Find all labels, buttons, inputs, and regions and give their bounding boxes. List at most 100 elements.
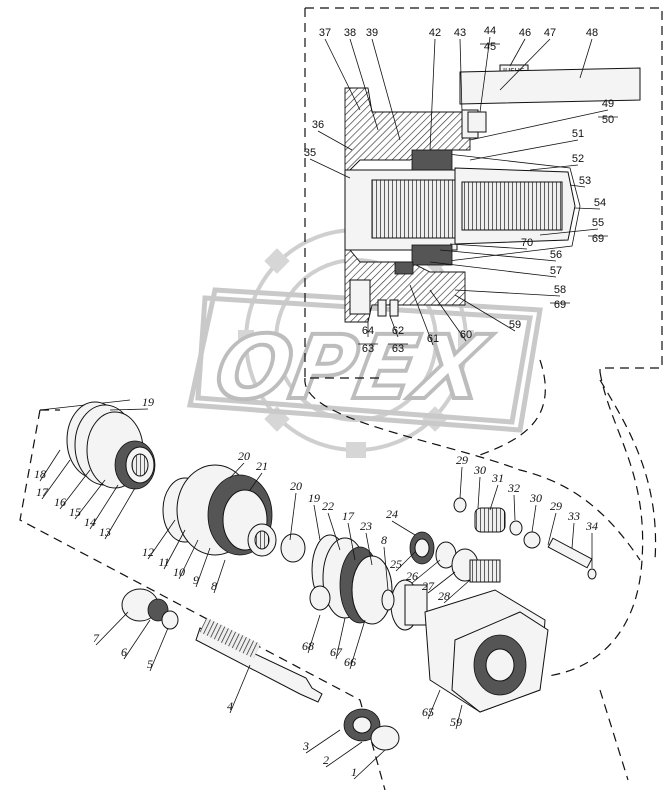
leader-line-29a [459, 466, 463, 499]
leader-line-53 [569, 184, 586, 188]
leader-line-61 [409, 284, 434, 346]
connector-dash-2 [599, 379, 657, 561]
leader-line-25 [395, 551, 416, 572]
leader-line-2 [325, 741, 363, 768]
leader-line-8a [213, 559, 226, 594]
callout-label-67: 67 [330, 645, 343, 659]
callout-label-26: 26 [406, 569, 418, 583]
callout-label-9: 9 [193, 573, 199, 587]
callout-label-64: 64 [362, 325, 374, 337]
callout-label-18: 18 [34, 467, 46, 481]
detail-box-outline [304, 7, 663, 379]
callout-label-50: 50 [602, 114, 614, 126]
callout-label-30a: 30 [473, 463, 486, 477]
leader-lines [39, 36, 609, 780]
callout-label-13: 13 [99, 525, 111, 539]
callout-label-63a: 63 [362, 343, 374, 355]
leader-line-66 [349, 619, 366, 670]
connector-dash-1 [547, 371, 644, 677]
callout-label-68: 68 [302, 639, 314, 653]
leader-line-24 [391, 520, 416, 536]
leader-line-59b [455, 704, 463, 730]
callout-label-17b: 17 [342, 509, 355, 523]
callout-label-6: 6 [121, 645, 127, 659]
leader-line-27 [427, 571, 456, 594]
callout-label-57: 57 [550, 265, 562, 277]
callout-label-19b: 19 [308, 491, 320, 505]
callout-label-44: 44 [484, 25, 496, 37]
callout-label-56: 56 [550, 249, 562, 261]
callout-label-3: 3 [302, 739, 309, 753]
leader-line-30b [531, 504, 537, 533]
callout-label-5: 5 [147, 657, 153, 671]
leader-line-67 [335, 617, 346, 660]
leader-line-65 [427, 689, 441, 720]
leader-line-13 [104, 487, 136, 540]
leader-line-38 [349, 38, 379, 131]
callout-label-66: 66 [344, 655, 356, 669]
callout-label-8b: 8 [381, 533, 387, 547]
leader-line-4 [229, 664, 251, 714]
callout-label-65: 65 [422, 705, 434, 719]
leader-line-16 [59, 469, 91, 510]
leader-line-70 [449, 243, 528, 250]
callout-label-19a: 19 [142, 395, 154, 409]
connector-dash-3 [304, 377, 641, 561]
leader-line-9 [195, 547, 211, 588]
callout-label-51: 51 [572, 128, 584, 140]
leader-line-46 [509, 38, 526, 67]
callout-label-21: 21 [256, 459, 268, 473]
callout-label-33: 33 [567, 509, 580, 523]
callout-label-37: 37 [319, 27, 331, 39]
leader-line-56 [439, 249, 557, 262]
leader-line-11 [163, 529, 186, 570]
callout-label-53: 53 [579, 175, 591, 187]
leader-line-68 [307, 614, 321, 654]
callout-label-54: 54 [594, 197, 606, 209]
leader-line-30a [477, 476, 481, 509]
leader-line-23 [365, 532, 373, 566]
callout-label-20b: 20 [290, 479, 302, 493]
leader-line-58 [454, 289, 561, 297]
callout-label-29b: 29 [550, 499, 562, 513]
leader-line-33 [571, 522, 575, 549]
callout-label-20a: 20 [238, 449, 250, 463]
leader-line-36 [317, 130, 353, 151]
leader-line-29b [547, 512, 557, 546]
callout-label-24: 24 [386, 507, 398, 521]
leader-line-20a [229, 462, 245, 479]
callout-label-35: 35 [304, 147, 316, 159]
leader-line-18 [39, 449, 61, 482]
callout-label-15: 15 [69, 505, 81, 519]
leader-line-43 [459, 38, 463, 113]
callout-label-2: 2 [323, 753, 329, 767]
leader-line-47 [499, 38, 551, 91]
callout-label-69a: 69 [592, 233, 604, 245]
leader-line-5 [149, 627, 169, 672]
watermark-text: OPEX [208, 317, 497, 419]
leader-line-10 [178, 539, 199, 580]
leader-line-48 [579, 38, 593, 79]
leader-line-17a [41, 459, 71, 500]
callout-label-34: 34 [585, 519, 598, 533]
callout-label-16: 16 [54, 495, 66, 509]
callout-label-30b: 30 [529, 491, 542, 505]
leader-line-15 [74, 479, 106, 520]
leader-line-19a [109, 408, 149, 411]
leader-line-19b [313, 504, 321, 541]
leader-line-31 [489, 484, 499, 511]
callout-label-45: 45 [484, 41, 496, 53]
leader-line-57 [429, 261, 557, 278]
leader-line-20b [289, 492, 297, 541]
leader-line-6 [123, 619, 151, 660]
connector-dash-4 [479, 359, 546, 456]
leader-line-39 [371, 38, 401, 141]
lower-parts [66, 401, 597, 751]
callout-label-1: 1 [351, 765, 357, 779]
callout-label-48: 48 [586, 27, 598, 39]
callout-label-69b: 69 [554, 299, 566, 311]
callout-label-42: 42 [429, 27, 441, 39]
leader-line-3 [305, 729, 341, 754]
